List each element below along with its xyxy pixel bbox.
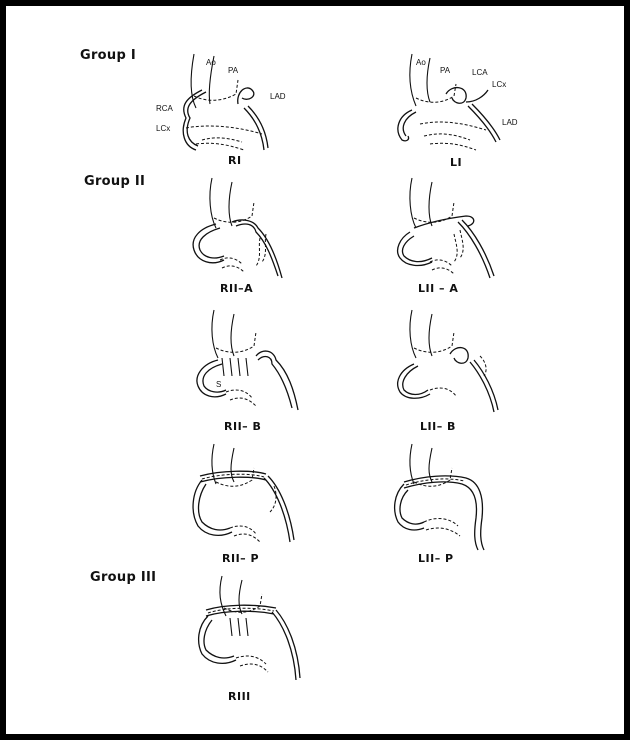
label-lca: LCA bbox=[472, 68, 488, 77]
label-rca: RCA bbox=[156, 104, 173, 113]
panel-riia-caption: RII–A bbox=[220, 282, 253, 295]
panel-ri-caption: RI bbox=[228, 154, 242, 167]
group-iii-label: Group III bbox=[90, 570, 156, 585]
group-ii-label: Group II bbox=[84, 174, 145, 189]
panel-li-caption: LI bbox=[450, 156, 462, 169]
panel-liia-diagram bbox=[390, 176, 520, 286]
label-s: S bbox=[216, 380, 221, 389]
panel-liip-caption: LII– P bbox=[418, 552, 454, 565]
panel-liib-diagram bbox=[390, 306, 520, 416]
panel-li-diagram bbox=[390, 46, 530, 156]
label-pa: PA bbox=[228, 66, 238, 75]
panel-riib-caption: RII– B bbox=[224, 420, 261, 433]
label-lad-li: LAD bbox=[502, 118, 518, 127]
label-lad: LAD bbox=[270, 92, 286, 101]
panel-riia-diagram bbox=[182, 176, 312, 286]
group-i-label: Group I bbox=[80, 48, 136, 63]
label-pa-li: PA bbox=[440, 66, 450, 75]
panel-riii-diagram bbox=[186, 572, 316, 692]
panel-riip-diagram bbox=[182, 442, 312, 552]
label-lcx: LCx bbox=[156, 124, 170, 133]
panel-riib-diagram bbox=[186, 306, 316, 416]
panel-liia-caption: LII – A bbox=[418, 282, 458, 295]
panel-ri-diagram bbox=[166, 46, 286, 156]
label-lcx-li: LCx bbox=[492, 80, 506, 89]
figure-sheet: Group I Group II Group III Ao PA RCA LCx… bbox=[6, 6, 624, 734]
label-ao: Ao bbox=[206, 58, 216, 67]
panel-riip-caption: RII– P bbox=[222, 552, 259, 565]
label-ao-li: Ao bbox=[416, 58, 426, 67]
panel-liib-caption: LII– B bbox=[420, 420, 456, 433]
panel-liip-diagram bbox=[384, 442, 514, 552]
panel-riii-caption: RIII bbox=[228, 690, 251, 703]
